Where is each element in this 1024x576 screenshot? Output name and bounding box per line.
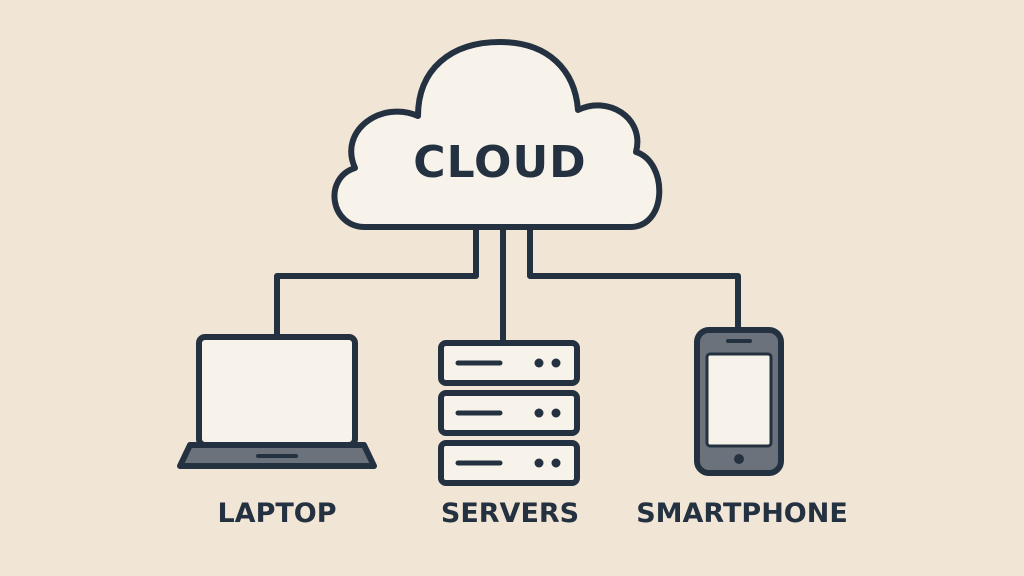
connectors (274, 223, 741, 346)
laptop-screen (196, 334, 358, 448)
laptop-icon (177, 334, 377, 469)
server-rack-icon (438, 340, 580, 486)
servers-label: SERVERS (440, 498, 580, 529)
smartphone-label: SMARTPHONE (636, 498, 848, 529)
smartphone-home-button (734, 454, 744, 464)
cloud-icon (331, 39, 663, 230)
smartphone-screen (705, 352, 773, 448)
connector-cloud-laptop (274, 223, 479, 340)
smartphone-icon (694, 327, 784, 476)
laptop-label: LAPTOP (217, 498, 337, 529)
server-unit-1 (438, 340, 580, 386)
connector-cloud-smartphone (527, 223, 741, 333)
cloud-label: CLOUD (413, 137, 587, 188)
server-unit-3 (438, 440, 580, 486)
server-unit-2 (438, 390, 580, 436)
